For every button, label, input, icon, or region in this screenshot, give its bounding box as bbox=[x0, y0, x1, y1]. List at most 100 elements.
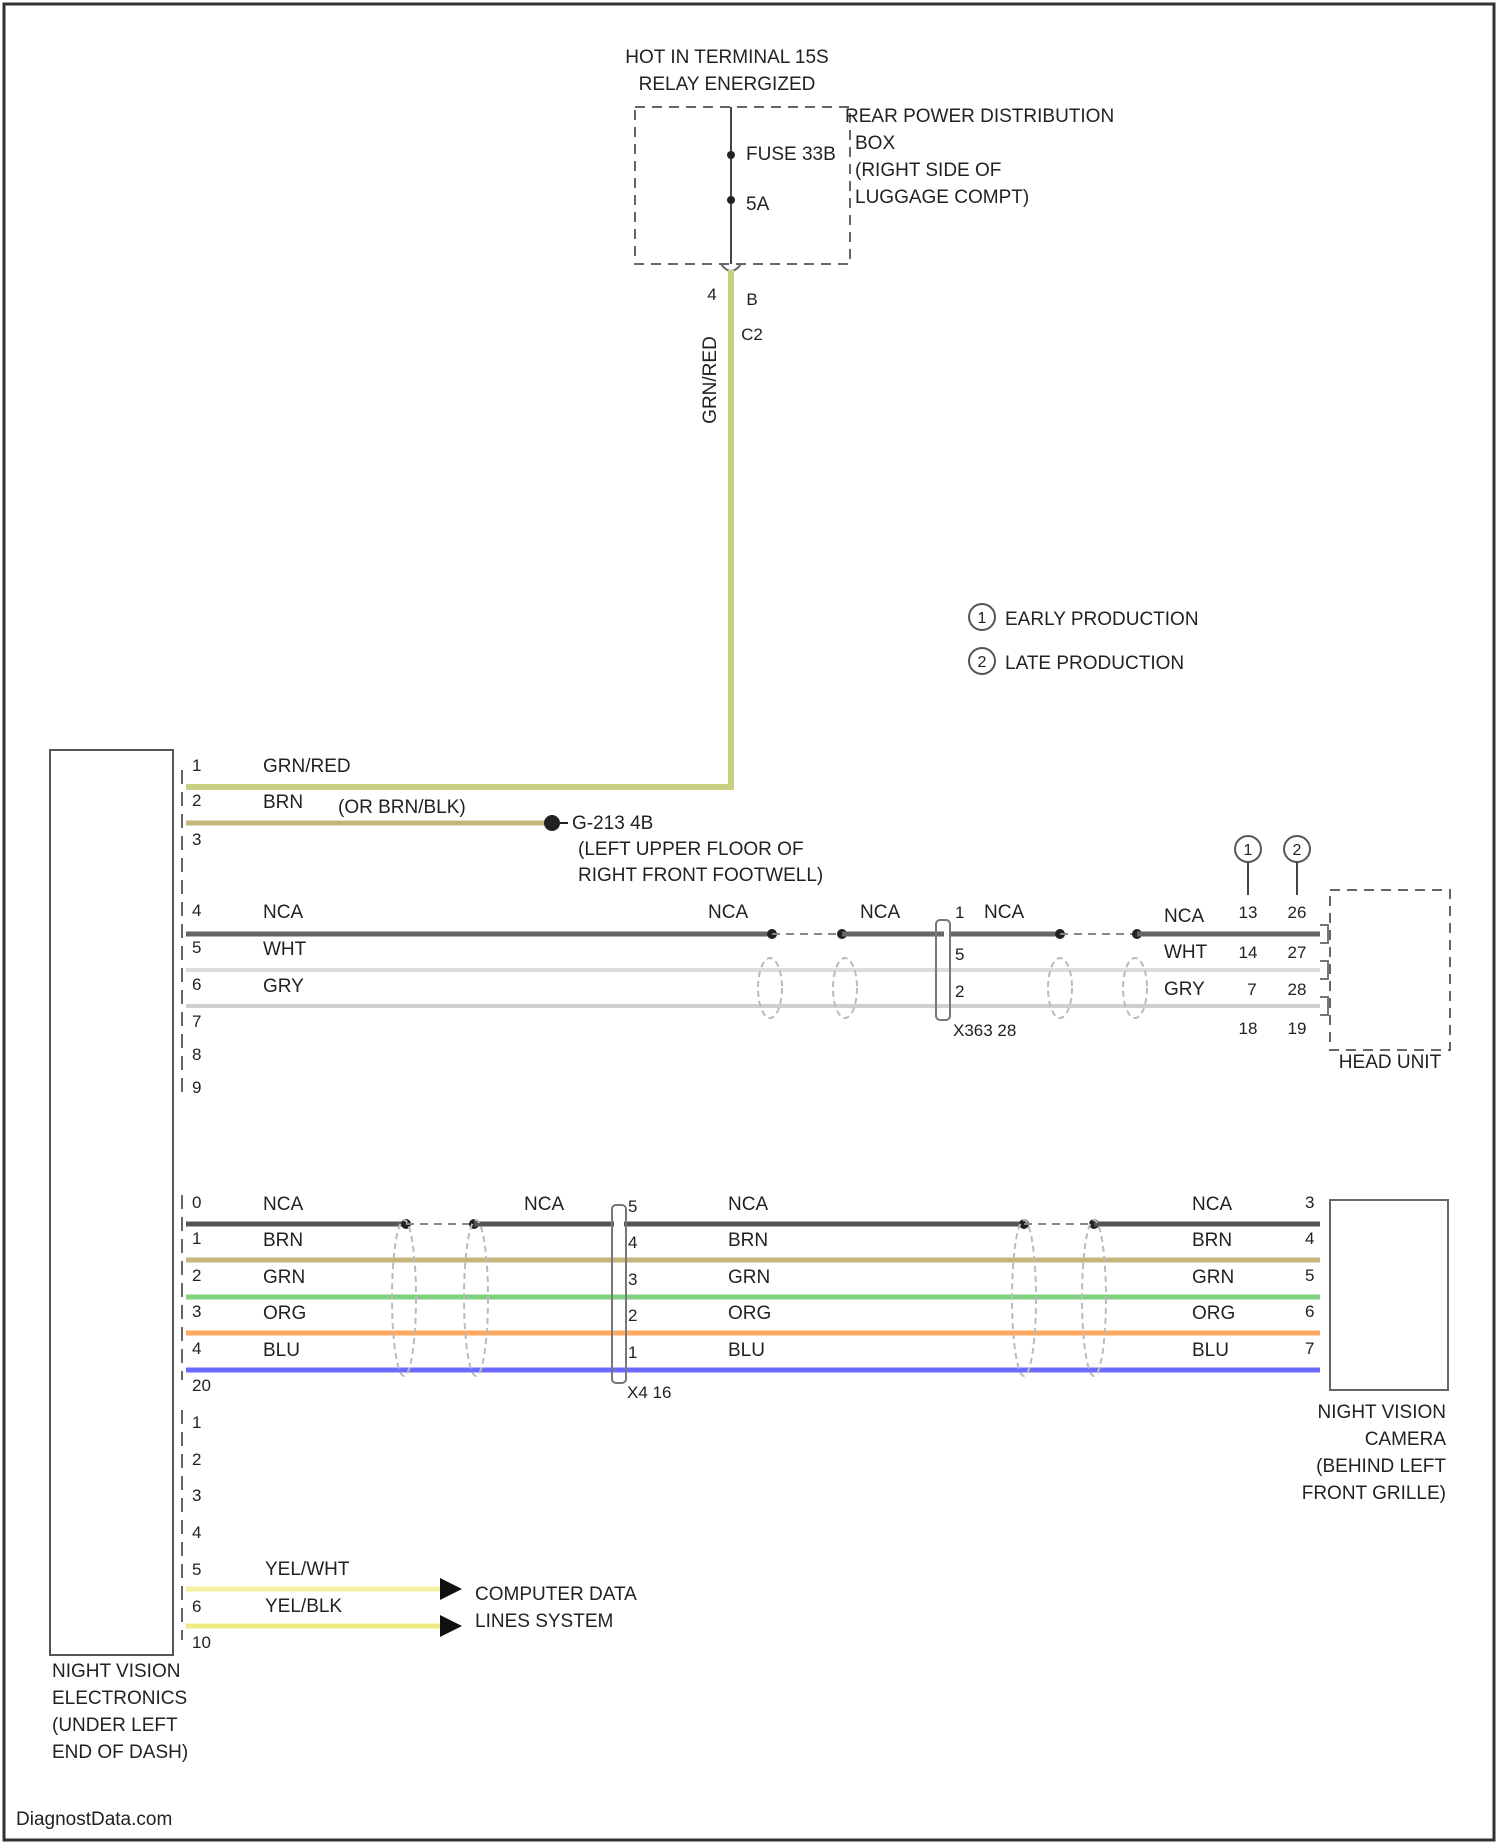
data-system-line1: COMPUTER DATA bbox=[475, 1584, 637, 1605]
head-unit-pin-14: 14 bbox=[1239, 943, 1258, 962]
head-unit-pin-26: 26 bbox=[1288, 903, 1307, 922]
head-unit-pin-28: 28 bbox=[1288, 980, 1307, 999]
nca-label-top-3: NCA bbox=[860, 902, 900, 923]
camera-outline bbox=[1330, 1200, 1448, 1390]
nve-name-line1: NIGHT VISION bbox=[52, 1661, 180, 1682]
nve-name-line3: (UNDER LEFT bbox=[52, 1715, 178, 1736]
fuse-rating: 5A bbox=[746, 194, 770, 215]
grn-red-wire bbox=[186, 270, 731, 787]
ground-location-line1: (LEFT UPPER FLOOR OF bbox=[578, 839, 804, 860]
fuse-terminal-top bbox=[727, 151, 735, 159]
head-unit-pin-27: 27 bbox=[1288, 943, 1307, 962]
camera-pin-left-4: 4 bbox=[192, 1339, 201, 1358]
ground-name: G-213 4B bbox=[572, 813, 653, 834]
camera-name-line2: CAMERA bbox=[1365, 1429, 1447, 1450]
cam-grn-label-1: GRN bbox=[263, 1267, 305, 1288]
camera-pin-4: 4 bbox=[1305, 1229, 1314, 1248]
cam-org-label-1: ORG bbox=[263, 1303, 306, 1324]
nca-label-top-1: NCA bbox=[263, 902, 303, 923]
top-pin-3: 3 bbox=[192, 830, 201, 849]
x363-name: X363 28 bbox=[953, 1021, 1016, 1040]
nca-label-top-5: NCA bbox=[1164, 906, 1204, 927]
x363-pin-2: 2 bbox=[955, 982, 964, 1001]
wht-label: WHT bbox=[263, 939, 307, 960]
shield-b bbox=[833, 958, 857, 1018]
head-unit-term-2 bbox=[1320, 961, 1328, 979]
shield-a bbox=[758, 958, 782, 1018]
hot-at-label: HOT IN TERMINAL 15S bbox=[625, 47, 828, 68]
nve-name-line2: ELECTRONICS bbox=[52, 1688, 187, 1709]
bottom-pin-1: 1 bbox=[192, 1413, 201, 1432]
cam-brn-label-1: BRN bbox=[263, 1230, 303, 1251]
fuse-label: FUSE 33B bbox=[746, 144, 836, 165]
cam-blu-label-3: BLU bbox=[1192, 1340, 1229, 1361]
watermark: DiagnostData.com bbox=[16, 1809, 172, 1830]
head-unit-gry-label: GRY bbox=[1164, 979, 1205, 1000]
night-vision-camera: 3 4 5 6 7 NIGHT VISION CAMERA (BEHIND LE… bbox=[1302, 1193, 1448, 1504]
head-unit-term-3 bbox=[1320, 997, 1328, 1015]
camera-cable: 0 1 2 3 4 20 NCA NCA NCA NCA BRN BRN BRN… bbox=[186, 1193, 1320, 1395]
data-system-line2: LINES SYSTEM bbox=[475, 1611, 613, 1632]
camera-pin-left-0: 0 bbox=[192, 1193, 201, 1212]
x4-pin-1: 1 bbox=[628, 1343, 637, 1362]
fuse-box-connector bbox=[721, 264, 741, 271]
top-pin-4: 4 bbox=[192, 901, 201, 920]
fuse-box-connector-b: C2 bbox=[741, 325, 763, 344]
late-production-label: LATE PRODUCTION bbox=[1005, 653, 1184, 674]
head-unit-outline bbox=[1330, 890, 1450, 1050]
bottom-pin-4: 4 bbox=[192, 1523, 201, 1542]
relay-energized-label: RELAY ENERGIZED bbox=[639, 74, 816, 95]
cam-nca-label-3: NCA bbox=[728, 1194, 768, 1215]
yel-wht-arrow-icon bbox=[440, 1578, 462, 1600]
wire2-label: BRN bbox=[263, 792, 303, 813]
rear-power-distribution-box: FUSE 33B 5A REAR POWER DISTRIBUTION BOX … bbox=[635, 106, 1114, 344]
x4-pin-3: 3 bbox=[628, 1270, 637, 1289]
fuse-box-pin: 4 bbox=[707, 285, 716, 304]
fuse-box-outline bbox=[635, 107, 850, 264]
late-production-symbol-number: 2 bbox=[978, 654, 987, 671]
cam-nca-label-2: NCA bbox=[524, 1194, 564, 1215]
nca-label-top-2: NCA bbox=[708, 902, 748, 923]
ground-location-line2: RIGHT FRONT FOOTWELL) bbox=[578, 865, 823, 886]
head-unit-pin-7: 7 bbox=[1247, 980, 1256, 999]
ground-point bbox=[544, 815, 560, 831]
nve-module-outline bbox=[50, 750, 173, 1655]
cam-brn-label-2: BRN bbox=[728, 1230, 768, 1251]
camera-name-line1: NIGHT VISION bbox=[1318, 1402, 1446, 1423]
camera-pin-5: 5 bbox=[1305, 1266, 1314, 1285]
camera-pin-3: 3 bbox=[1305, 1193, 1314, 1212]
top-pin-7: 7 bbox=[192, 1012, 201, 1031]
camera-pin-left-1: 1 bbox=[192, 1229, 201, 1248]
bottom-pin-10: 10 bbox=[192, 1633, 211, 1652]
data-lines: YEL/WHT YEL/BLK COMPUTER DATA LINES SYST… bbox=[186, 1559, 637, 1637]
production-legend: 1 EARLY PRODUCTION 2 LATE PRODUCTION bbox=[969, 604, 1199, 674]
early-production-symbol-number: 1 bbox=[978, 610, 987, 627]
gry-label: GRY bbox=[263, 976, 304, 997]
bottom-pin-3: 3 bbox=[192, 1486, 201, 1505]
head-unit-label: HEAD UNIT bbox=[1339, 1052, 1442, 1073]
x4-pin-5: 5 bbox=[628, 1197, 637, 1216]
head-unit-pin-13: 13 bbox=[1239, 903, 1258, 922]
fuse-box-connector-a: B bbox=[746, 290, 757, 309]
camera-pin-6: 6 bbox=[1305, 1302, 1314, 1321]
wire2-alt-label: (OR BRN/BLK) bbox=[338, 797, 466, 818]
wire1-label: GRN/RED bbox=[263, 756, 351, 777]
head-unit-pin-19: 19 bbox=[1288, 1019, 1307, 1038]
shield-c bbox=[1048, 958, 1072, 1018]
head-unit: HEAD UNIT 1 2 WHT GRY 13 14 7 18 26 27 2… bbox=[1164, 836, 1450, 1073]
x4-pin-4: 4 bbox=[628, 1233, 637, 1252]
bottom-pin-5: 5 bbox=[192, 1560, 201, 1579]
page-border bbox=[4, 4, 1494, 1840]
variant-symbol-late-number: 2 bbox=[1293, 842, 1302, 859]
camera-pin-left-20: 20 bbox=[192, 1376, 211, 1395]
yel-blk-arrow-icon bbox=[440, 1615, 462, 1637]
bottom-pin-2: 2 bbox=[192, 1450, 201, 1469]
yel-blk-label: YEL/BLK bbox=[265, 1596, 342, 1617]
camera-pin-left-2: 2 bbox=[192, 1266, 201, 1285]
fuse-box-name-line3: (RIGHT SIDE OF bbox=[855, 160, 1001, 181]
cam-grn-label-2: GRN bbox=[728, 1267, 770, 1288]
top-pin-1: 1 bbox=[192, 756, 201, 775]
early-production-label: EARLY PRODUCTION bbox=[1005, 609, 1199, 630]
fuse-box-name-line1: REAR POWER DISTRIBUTION bbox=[845, 106, 1114, 127]
fuse-box-name-line2: BOX bbox=[855, 133, 895, 154]
